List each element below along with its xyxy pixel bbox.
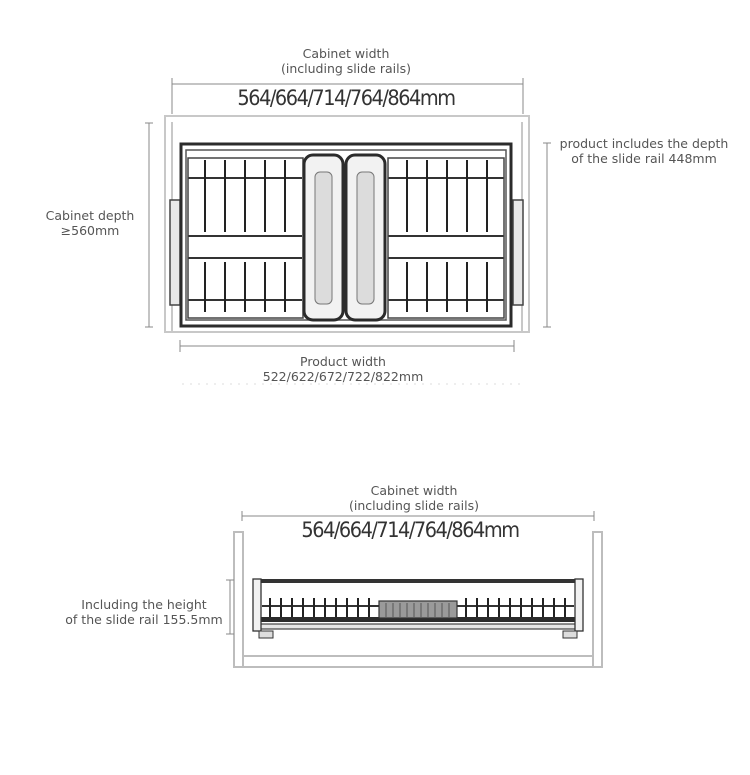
top-cabinet-depth-label-line2: ≥560mm <box>60 223 120 238</box>
front-cabinet-width-label-line2: (including slide rails) <box>349 498 479 513</box>
top-rail-depth-label-line2: of the slide rail 448mm <box>571 151 717 166</box>
front-height-label-line2: of the slide rail 155.5mm <box>65 612 223 627</box>
front-height-label-line1: Including the height <box>81 597 207 612</box>
top-product-width-label-line1: Product width <box>300 354 386 369</box>
front-cabinet-outline <box>233 531 603 668</box>
top-basket <box>169 142 524 328</box>
front-cabinet-width-value: 564/664/714/764/864mm <box>301 518 520 542</box>
top-cabinet-depth-dimension <box>145 122 153 328</box>
front-cabinet-width-label-line1: Cabinet width <box>370 483 458 498</box>
front-basket <box>252 578 584 639</box>
top-rail-depth-label-line1: product includes the depth <box>559 136 729 151</box>
top-cabinet-depth-label-line1: Cabinet depth <box>45 208 135 223</box>
top-cabinet-width-label-line2: (including slide rails) <box>281 61 411 76</box>
front-height-dimension <box>226 579 234 635</box>
top-rail-depth-dimension <box>543 142 551 328</box>
top-cabinet-width-label-line1: Cabinet width <box>302 46 390 61</box>
top-cabinet-width-dimension <box>171 78 524 114</box>
top-product-width-dimension <box>179 340 515 352</box>
top-product-width-label-line2: 522/622/672/722/822mm <box>262 369 424 384</box>
top-cabinet-width-value: 564/664/714/764/864mm <box>237 86 456 110</box>
front-cabinet-width-dimension <box>241 511 595 521</box>
